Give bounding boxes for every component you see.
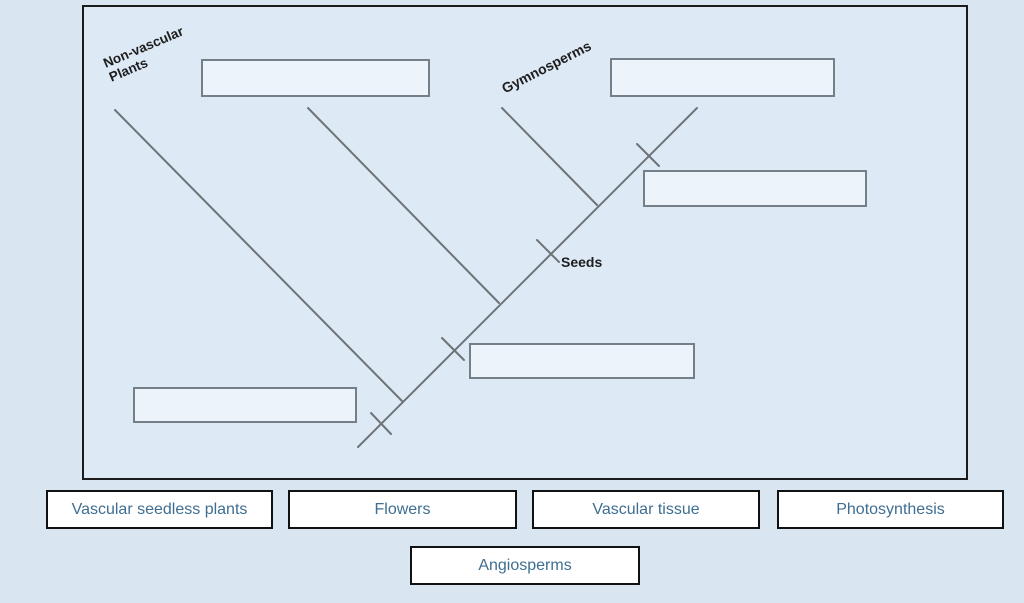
drop-zone-right-middle[interactable] [643, 170, 867, 207]
drop-zone-bottom-left[interactable] [133, 387, 357, 423]
drop-zone-center[interactable] [469, 343, 695, 379]
drop-zone-top-right[interactable] [610, 58, 835, 97]
option-vascular-seedless-plants[interactable]: Vascular seedless plants [46, 490, 273, 529]
label-seeds: Seeds [561, 254, 603, 270]
option-vascular-tissue[interactable]: Vascular tissue [532, 490, 760, 529]
option-label: Photosynthesis [836, 500, 945, 518]
option-label: Vascular seedless plants [71, 500, 248, 518]
drop-zone-top-left[interactable] [201, 59, 430, 97]
option-label: Vascular tissue [592, 500, 700, 518]
option-label: Flowers [374, 500, 431, 518]
option-flowers[interactable]: Flowers [288, 490, 517, 529]
option-photosynthesis[interactable]: Photosynthesis [777, 490, 1004, 529]
option-angiosperms[interactable]: Angiosperms [410, 546, 640, 585]
option-label: Angiosperms [478, 556, 572, 574]
